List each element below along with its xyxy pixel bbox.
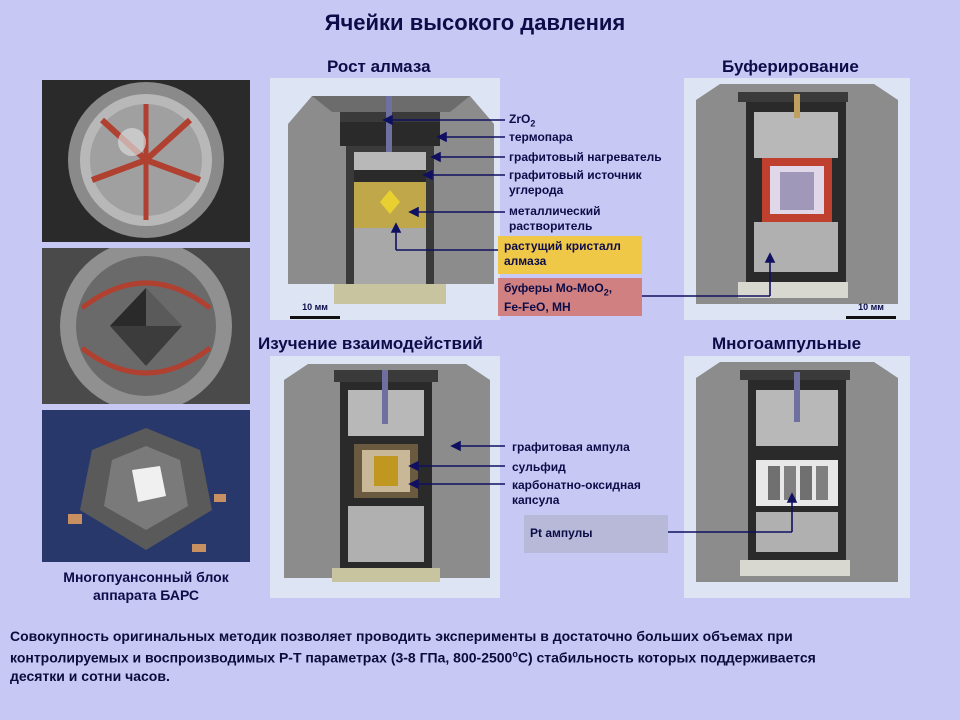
panel-interaction [270,356,500,598]
label-solvent-line-2: растворитель [509,219,593,233]
label-buffers-sub: 2 [603,287,609,298]
label-thermocouple: термопара [509,130,573,144]
photo-caption: Многопуансонный блок аппарата БАРС [42,568,250,604]
scale-line-growth [290,316,340,319]
summary-line-2: контролируемых и воспроизводимых P-T пар… [10,645,950,667]
label-carbon-source: графитовый источник углерода [509,168,642,198]
summary-line-3: десятки и сотни часов. [10,667,170,684]
label-pt: Pt ампулы [530,526,593,540]
panel-buffer [684,78,910,320]
panel-growth [270,78,500,320]
label-buffers-text-b: , [608,281,613,295]
photo-caption-line-1: Многопуансонный блок [63,569,229,585]
photo-anvils [42,248,250,404]
label-crystal-line-2: алмаза [504,254,547,268]
photo-multianvil-block [42,410,250,562]
section-title-buffer: Буферирование [722,57,859,76]
photo-caption-line-2: аппарата БАРС [92,587,200,603]
scale-bar-buffer: 10 мм [846,300,896,319]
summary-line-1: Совокупность оригинальных методик позвол… [10,628,793,644]
scale-label-growth: 10 мм [302,302,328,312]
summary-text: Совокупность оригинальных методик позвол… [10,627,950,685]
section-title-interaction: Изучение взаимодействий [258,334,483,353]
label-buffers-line-2: Fe-FeO, MH [504,300,571,315]
label-buffers-text-a: буферы Mo-MoO [504,281,604,295]
label-sulfide: сульфид [512,460,566,474]
label-zro2: ZrO2 [509,112,535,131]
section-title-multi: Многоампульные [712,334,862,353]
scale-line-buffer [846,316,896,319]
label-zro2-sub: 2 [530,118,536,129]
panel-multi [684,356,910,598]
label-crystal-line-1: растущий кристалл [504,239,621,253]
label-buffers-line-1: буферы Mo-MoO2, [504,281,636,300]
label-solvent-line-1: металлический [509,204,601,218]
label-carbon-source-line-1: графитовый источник [509,168,642,182]
label-capsule-line-2: капсула [512,493,560,507]
label-heater: графитовый нагреватель [509,150,662,164]
slide-title: Ячейки высокого давления [324,10,626,35]
summary-line-2b: С) стабильность которых поддерживается [517,649,816,666]
label-buffers-box: буферы Mo-MoO2, Fe-FeO, MH [498,278,642,316]
label-capsule-line-1: карбонатно-оксидная [512,478,641,492]
label-capsule: карбонатно-оксидная капсула [512,478,641,508]
label-carbon-source-line-2: углерода [509,183,564,197]
scale-bar-growth: 10 мм [290,300,340,319]
summary-degree-sup: o [512,649,518,659]
label-crystal-box: растущий кристалл алмаза [498,236,642,274]
label-solvent: металлический растворитель [509,204,600,234]
label-graphite-ampoule: графитовая ампула [512,440,630,454]
summary-line-2a: контролируемых и воспроизводимых P-T пар… [10,649,513,666]
section-title-growth: Рост алмаза [327,57,431,76]
scale-label-buffer: 10 мм [858,302,884,312]
photo-sphere-die [42,80,250,242]
label-zro2-base: ZrO [509,112,531,126]
label-pt-box: Pt ампулы [524,515,668,553]
